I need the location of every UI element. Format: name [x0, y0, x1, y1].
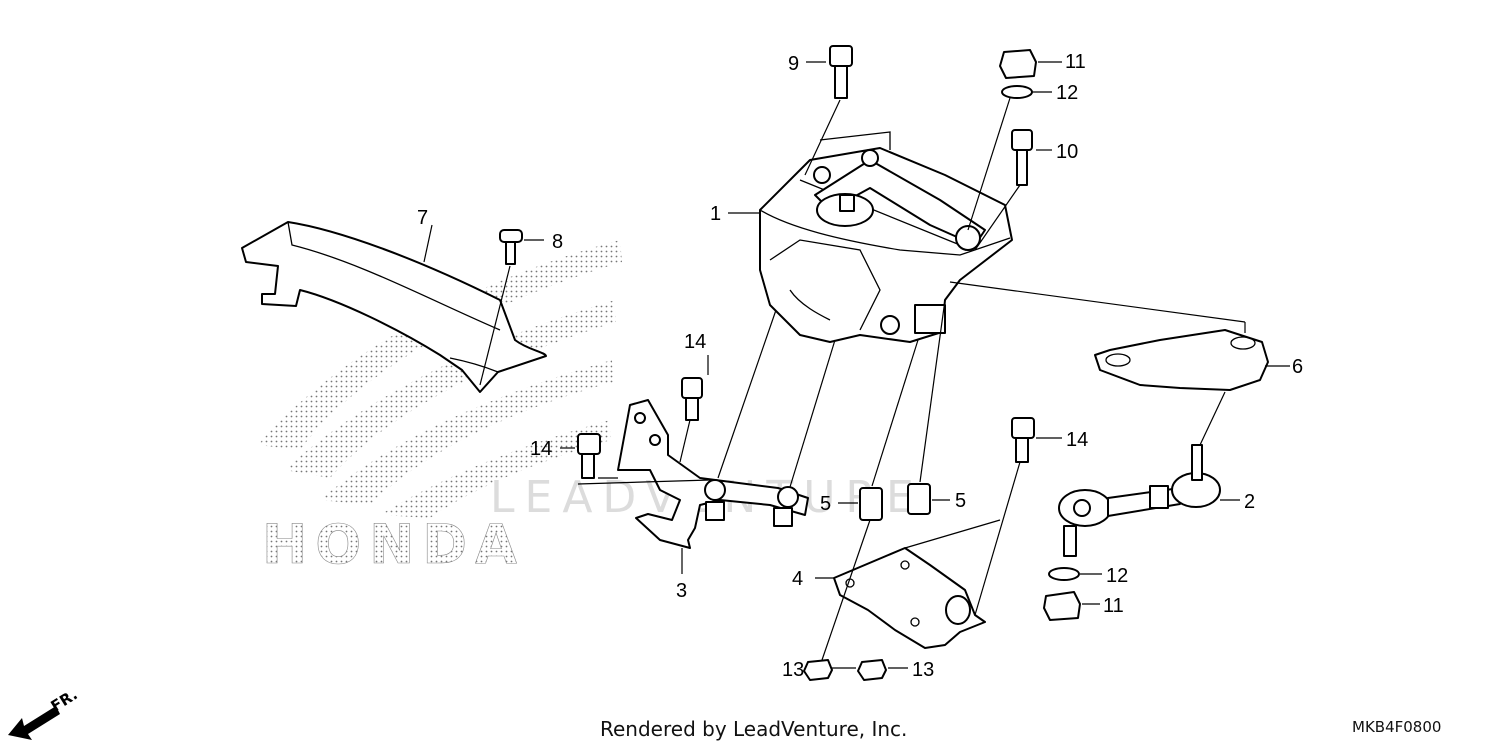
part-2-link-rod — [1058, 444, 1221, 557]
callout-labels: 1 2 3 4 5 5 6 7 8 9 10 11 11 12 12 13 13… — [417, 51, 1303, 681]
leader-lines — [423, 61, 1290, 669]
render-credit: Rendered by LeadVenture, Inc. — [600, 717, 908, 741]
callout-12-bottom: 12 — [1106, 565, 1128, 587]
honda-wing-logo: HONDA — [258, 240, 622, 576]
part-7-bracket — [241, 221, 547, 393]
part-5-collar-right — [907, 483, 931, 515]
part-14-bolt-c — [1011, 417, 1035, 463]
callout-4: 4 — [792, 568, 803, 590]
part-1-steering-damper — [759, 131, 1013, 343]
part-11-nut-top — [999, 49, 1037, 79]
honda-logo-text: HONDA — [262, 513, 525, 576]
callout-9: 9 — [788, 53, 799, 75]
callout-8: 8 — [552, 231, 563, 253]
callout-11-top: 11 — [1065, 51, 1086, 73]
callout-14-top: 14 — [684, 331, 706, 353]
part-8-screw — [499, 229, 523, 265]
part-14-bolt-a — [681, 377, 703, 421]
callout-11-bottom: 11 — [1103, 595, 1124, 617]
callout-3: 3 — [676, 580, 687, 602]
part-9-bolt — [829, 45, 853, 99]
callout-6: 6 — [1292, 356, 1303, 378]
part-10-bolt — [1011, 129, 1033, 186]
callout-1: 1 — [710, 203, 721, 225]
callout-10: 10 — [1056, 141, 1078, 163]
callout-14-left: 14 — [530, 438, 552, 460]
callout-2: 2 — [1244, 491, 1255, 513]
part-5-collar-left — [859, 487, 883, 521]
diagram-code: MKB4F0800 — [1352, 718, 1442, 736]
part-14-bolt-b — [577, 433, 601, 479]
callout-5-right: 5 — [955, 490, 966, 512]
callout-13-right: 13 — [912, 659, 934, 681]
part-4-bracket — [833, 547, 986, 649]
callout-7: 7 — [417, 207, 428, 229]
part-3-bracket — [617, 399, 809, 549]
part-6-plate — [1094, 329, 1269, 391]
callout-14-right: 14 — [1066, 429, 1088, 451]
callout-13-left: 13 — [782, 659, 804, 681]
part-12-washer-bottom — [1048, 567, 1080, 581]
front-arrow-icon — [8, 706, 60, 740]
callout-12-top: 12 — [1056, 82, 1078, 104]
part-13-nut-right — [857, 659, 887, 681]
part-13-nut-left — [803, 659, 833, 681]
part-11-nut-bottom — [1043, 591, 1081, 621]
callout-5-left: 5 — [820, 493, 831, 515]
part-12-washer-top — [1001, 85, 1033, 99]
